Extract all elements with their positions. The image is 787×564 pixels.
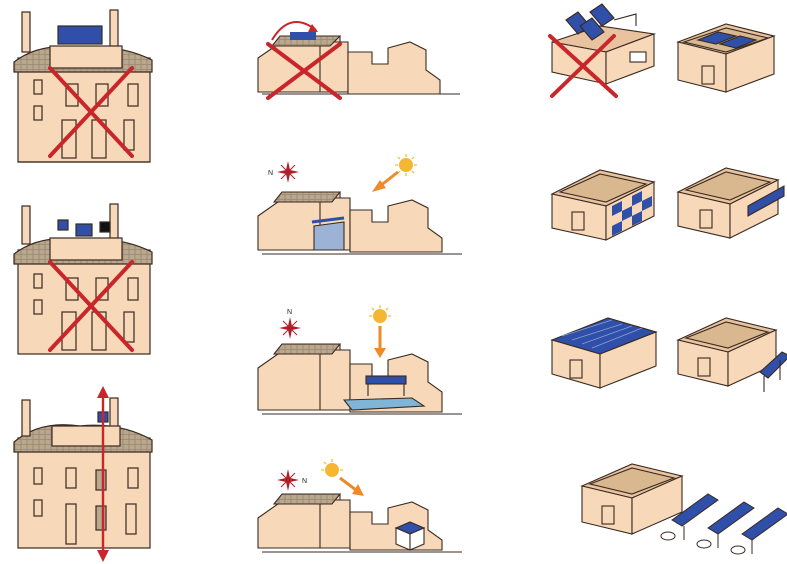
skylight-panel (58, 220, 68, 230)
sun-arrow-icon (372, 172, 398, 192)
sun-icon (369, 305, 391, 323)
courtyard-house-4 (258, 494, 462, 552)
iso-building-wall-panels (552, 170, 654, 240)
townhouse-facade-2 (14, 204, 152, 354)
courtyard-house-2 (258, 192, 462, 254)
sun-arrow-icon (374, 326, 386, 358)
iso-building-full-roof (552, 318, 656, 388)
sun-arrow-icon (340, 478, 364, 496)
north-label: N (268, 170, 273, 177)
compass-rose-icon: N (277, 469, 307, 491)
courtyard-house-3 (258, 344, 462, 414)
north-label: N (302, 478, 307, 485)
sun-icon (321, 459, 343, 477)
iso-building-carport (582, 464, 682, 534)
iso-building-flat-roof-panels (678, 24, 774, 92)
compass-rose-icon: N (268, 161, 299, 183)
north-label: N (287, 309, 292, 316)
townhouse-facade-3 (14, 398, 152, 548)
iso-building-awning-panel (678, 318, 787, 392)
roof-panel (58, 26, 102, 44)
townhouse-facade-1 (14, 10, 152, 162)
skylight-panel (76, 224, 92, 236)
iso-building-parapet-panel (678, 168, 784, 238)
compass-rose-icon: N (279, 309, 301, 339)
